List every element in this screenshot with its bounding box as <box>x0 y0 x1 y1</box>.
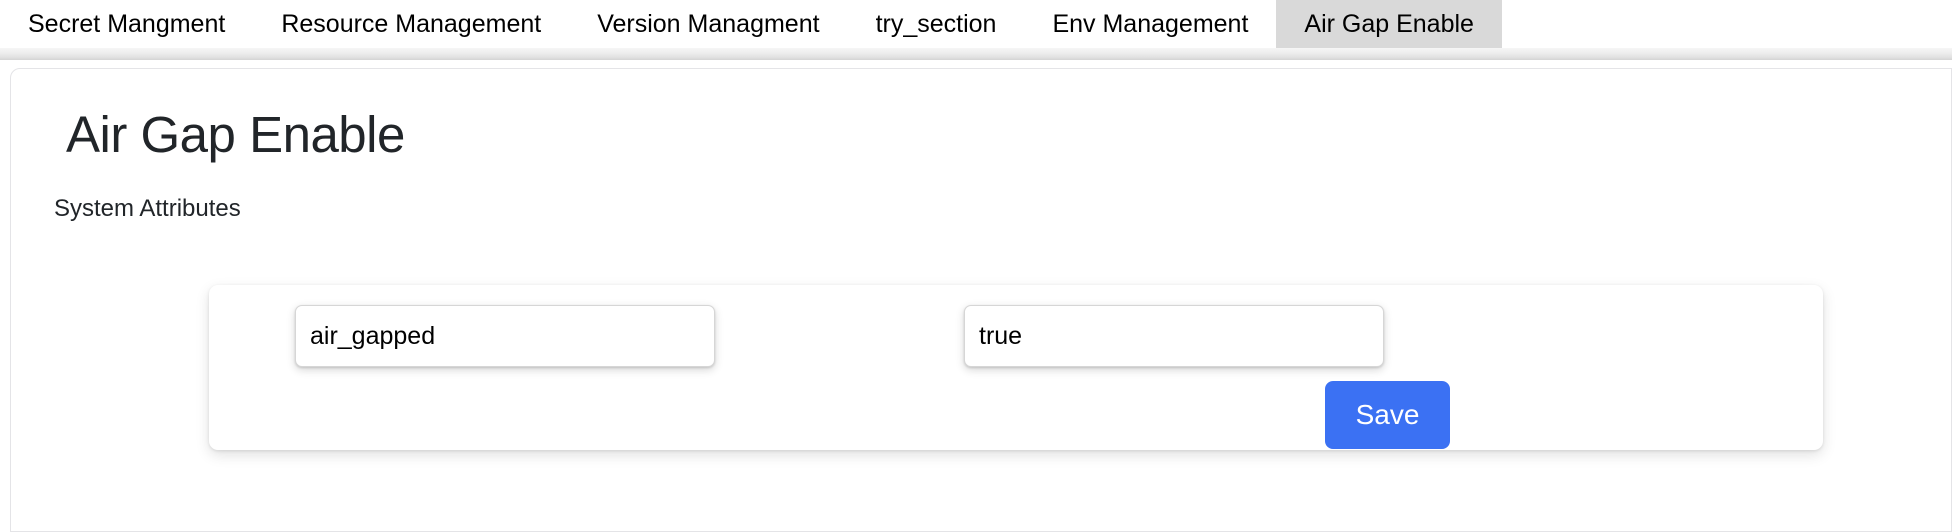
tab-env-management[interactable]: Env Management <box>1024 0 1277 48</box>
attribute-row: Save <box>209 285 1823 450</box>
tab-bar: Secret Mangment Resource Management Vers… <box>0 0 1952 48</box>
tab-secret-mangment[interactable]: Secret Mangment <box>0 0 254 48</box>
toolbar-separator <box>0 48 1952 60</box>
page-title: Air Gap Enable <box>66 106 405 163</box>
tab-version-managment[interactable]: Version Managment <box>569 0 848 48</box>
attribute-key-input[interactable] <box>295 305 715 367</box>
page-shell: Air Gap Enable System Attributes Save <box>0 60 1952 532</box>
tab-bar-filler <box>1501 0 1952 48</box>
tab-label: Resource Management <box>281 9 542 38</box>
tab-label: try_section <box>875 9 997 38</box>
section-label-system-attributes: System Attributes <box>54 195 241 223</box>
tab-resource-management[interactable]: Resource Management <box>253 0 570 48</box>
attribute-value-input[interactable] <box>964 305 1384 367</box>
system-attributes-card: Save <box>209 285 1823 450</box>
tab-try-section[interactable]: try_section <box>847 0 1025 48</box>
tab-label: Air Gap Enable <box>1304 9 1474 38</box>
save-button[interactable]: Save <box>1325 381 1450 449</box>
tab-label: Secret Mangment <box>28 9 226 38</box>
tab-label: Env Management <box>1052 9 1249 38</box>
tab-air-gap-enable[interactable]: Air Gap Enable <box>1276 0 1502 48</box>
page-card: Air Gap Enable System Attributes Save <box>10 68 1952 532</box>
tab-label: Version Managment <box>597 9 820 38</box>
